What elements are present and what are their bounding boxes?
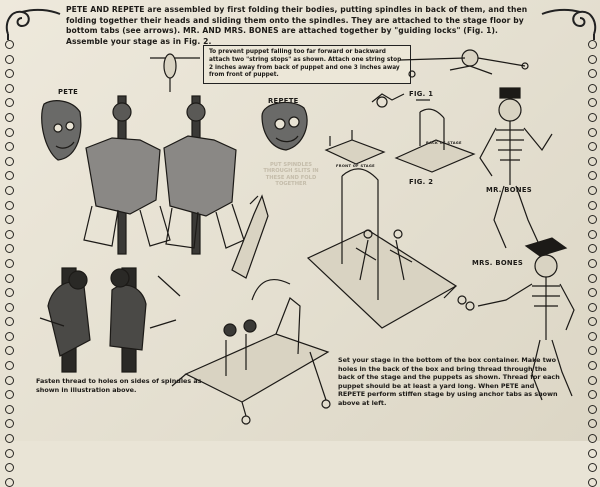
label-fig2: FIG. 2 [409,178,434,186]
pete-head-drawing [41,100,82,161]
binding-ring-icon [587,40,597,49]
binding-ring-icon [587,156,597,166]
binding-ring-icon [587,185,597,195]
binding-ring-icon [587,98,597,108]
faint-print-through-text: PUT SPINDLES THROUGH SLITS IN THESE AND … [263,162,319,188]
binding-ring-icon [4,200,14,210]
binding-ring-icon [587,448,597,458]
binding-ring-icon [4,477,14,487]
guiding-lock-puppet-drawing [399,49,529,78]
binding-ring-icon [4,142,14,152]
stage-with-puppets-drawing [306,168,467,329]
binding-ring-icon [587,244,597,254]
string-stop-drawing [150,53,200,92]
binding-ring-icon [587,112,597,122]
binding-ring-icon [587,390,597,400]
repete-head-drawing [261,101,308,151]
mr-bones-drawing [479,87,553,249]
binding-ring-icon [587,477,597,487]
binding-ring-icon [587,375,597,385]
binding-ring-icon [587,54,597,64]
binding-ring-icon [4,463,14,473]
caption-set-stage: Set your stage in the bottom of the box … [338,356,560,407]
binding-ring-icon [4,258,14,268]
binding-ring-icon [4,448,14,458]
binding-ring-icon [4,185,14,195]
binding-ring-icon [587,83,597,93]
binding-ring-icon [587,317,597,327]
binding-ring-icon [4,390,14,400]
binding-ring-icon [4,317,14,327]
binding-ring-icon [587,346,597,356]
fig2-stage-drawing [324,108,476,173]
binding-ring-icon [4,273,14,283]
binding-ring-icon [4,171,14,181]
binding-ring-icon [587,404,597,414]
binding-ring-icon [4,127,14,137]
binding-ring-icon [4,244,14,254]
binding-ring-icon [4,112,14,122]
scroll-ornament-left-icon [5,8,61,40]
binding-ring-icon [4,419,14,429]
pete-repete-bodies-drawing [83,95,245,255]
label-fig1: FIG. 1 [409,90,434,98]
box-stage-drawing [171,279,331,425]
binding-ring-icon [4,40,14,49]
binding-ring-icon [4,361,14,371]
binding-ring-icon [587,171,597,181]
binding-ring-icon [4,156,14,166]
binding-ring-icon [587,331,597,341]
binding-ring-icon [587,215,597,225]
binding-ring-icon [4,54,14,64]
binding-ring-icon [4,331,14,341]
binding-ring-icon [587,69,597,79]
binding-ring-icon [587,288,597,298]
binding-ring-icon [4,288,14,298]
binding-ring-icon [4,346,14,356]
binding-ring-icon [587,463,597,473]
label-mr-bones: MR. BONES [486,186,532,194]
binding-ring-icon [4,404,14,414]
illustrations [39,49,575,425]
binding-ring-icon [587,127,597,137]
fig1-drawing [371,93,430,108]
binding-ring-icon [4,302,14,312]
binding-ring-icon [4,98,14,108]
binding-ring-icon [587,142,597,152]
intro-paragraph: PETE AND REPETE are assembled by first f… [66,5,528,46]
binding-ring-icon [587,273,597,283]
binding-ring-icon [587,361,597,371]
string-stop-note: To prevent puppet falling too far forwar… [203,45,411,85]
label-back-of-stage: BACK OF STAGE [426,141,462,145]
caption-fasten-thread: Fasten thread to holes on sides of spind… [36,377,202,394]
binding-ring-icon [587,200,597,210]
binding-ring-icon [587,302,597,312]
binding-ring-icon [587,258,597,268]
scroll-ornament-right-icon [541,8,597,40]
binding-ring-icon [4,375,14,385]
binding-ring-icon [4,215,14,225]
right-binding-rings [586,40,598,487]
binding-ring-icon [587,229,597,239]
label-pete: PETE [58,88,79,96]
binding-ring-icon [4,83,14,93]
binding-ring-icon [4,229,14,239]
silhouette-puppets-drawing [39,267,181,373]
binding-ring-icon [587,419,597,429]
label-mrs-bones: MRS. BONES [472,259,524,267]
mrs-bones-drawing [465,237,575,401]
spindle-piece-drawing [231,194,269,279]
binding-ring-icon [4,69,14,79]
label-front-of-stage: FRONT OF STAGE [336,164,375,168]
label-repete: REPETE [268,97,299,105]
